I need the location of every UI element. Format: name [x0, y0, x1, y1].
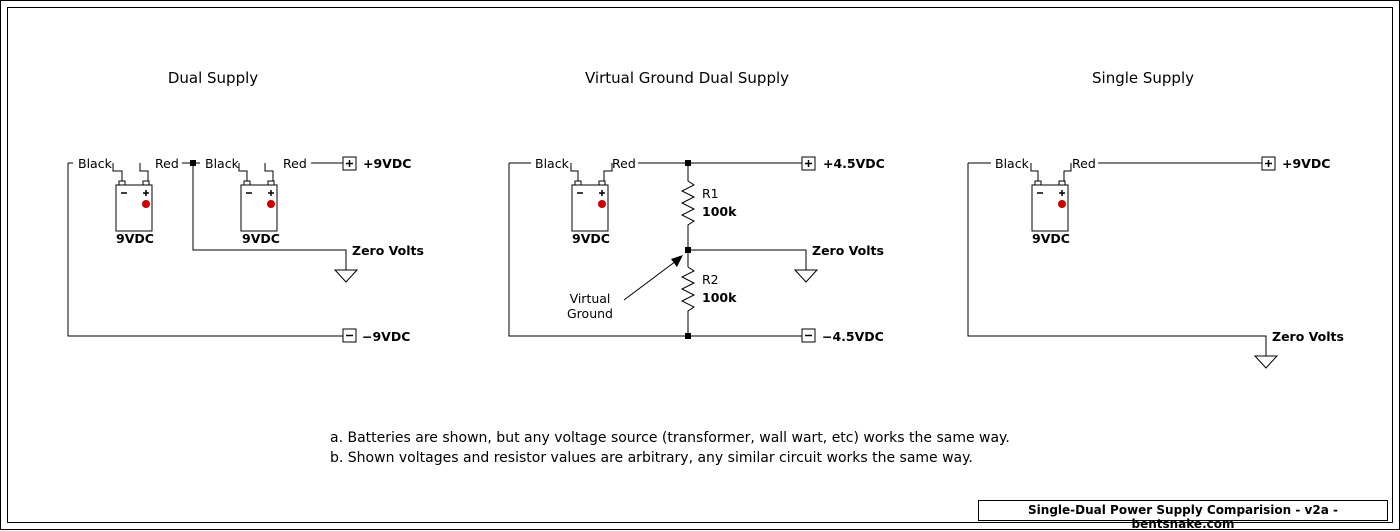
dual-supply-wires: [67, 162, 347, 337]
dual-negative-label: −9VDC: [362, 329, 410, 344]
virtual-battery: [571, 180, 609, 232]
virtual-positive-label: +4.5VDC: [823, 156, 885, 171]
virtual-supply-title: Virtual Ground Dual Supply: [585, 69, 789, 87]
dual-positive-terminal: [342, 156, 357, 171]
virtual-bottom-junction-dot: [685, 333, 691, 339]
single-ground-label: Zero Volts: [1272, 329, 1344, 344]
dual-b2-voltage-label: 9VDC: [242, 231, 280, 246]
single-supply-wires: [967, 162, 1267, 356]
r2-name-label: R2: [702, 272, 719, 287]
virtual-ground-label: Zero Volts: [812, 243, 884, 258]
note-a: a. Batteries are shown, but any voltage …: [330, 430, 1010, 446]
virtual-battery-voltage-label: 9VDC: [572, 231, 610, 246]
inner-border: [7, 7, 1393, 523]
dual-ground-label: Zero Volts: [352, 243, 424, 258]
virtual-mid-junction-dot: [685, 247, 691, 253]
r1-name-label: R1: [702, 186, 719, 201]
dual-b1-black-label: Black: [78, 156, 113, 171]
virtual-supply-wires: [508, 162, 807, 337]
dual-ground-symbol: [334, 269, 358, 283]
dual-b2-black-label: Black: [205, 156, 240, 171]
virtual-black-label: Black: [535, 156, 570, 171]
dual-b1-voltage-label: 9VDC: [116, 231, 154, 246]
virtual-top-junction-dot: [685, 160, 691, 166]
r1-value-label: 100k: [702, 204, 737, 219]
dual-junction-dot: [190, 160, 196, 166]
note-b: b. Shown voltages and resistor values ar…: [330, 450, 973, 466]
virtual-negative-terminal: [801, 328, 816, 343]
single-red-label: Red: [1072, 156, 1096, 171]
dual-b2-red-label: Red: [283, 156, 307, 171]
dual-battery-2: [240, 180, 278, 232]
single-positive-label: +9VDC: [1282, 156, 1330, 171]
virtual-ground-annotation-line2: Ground: [567, 306, 613, 321]
single-supply-title: Single Supply: [1092, 69, 1194, 87]
single-battery-voltage-label: 9VDC: [1032, 231, 1070, 246]
single-black-label: Black: [995, 156, 1030, 171]
virtual-ground-arrowhead: [671, 255, 683, 267]
dual-negative-terminal: [342, 328, 357, 343]
dual-b1-red-label: Red: [155, 156, 179, 171]
dual-positive-label: +9VDC: [363, 156, 411, 171]
single-ground-symbol: [1254, 355, 1278, 369]
virtual-ground-annotation-line1: Virtual: [570, 291, 611, 306]
virtual-negative-label: −4.5VDC: [822, 329, 884, 344]
single-battery: [1031, 180, 1069, 232]
dual-supply-title: Dual Supply: [168, 69, 258, 87]
footer-text: Single-Dual Power Supply Comparision - v…: [1028, 503, 1338, 531]
footer-box: Single-Dual Power Supply Comparision - v…: [978, 500, 1388, 531]
r2-value-label: 100k: [702, 290, 737, 305]
virtual-positive-terminal: [801, 156, 816, 171]
single-positive-terminal: [1261, 156, 1276, 171]
virtual-ground-symbol: [794, 269, 818, 283]
dual-battery-1: [115, 180, 153, 232]
virtual-red-label: Red: [612, 156, 636, 171]
